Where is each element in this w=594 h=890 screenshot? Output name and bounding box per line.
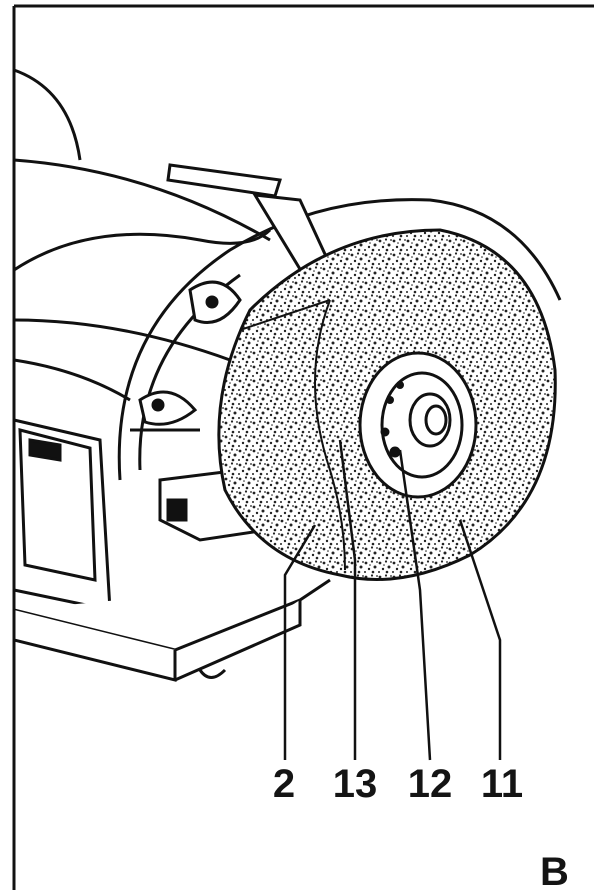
grinder-base <box>12 418 331 682</box>
leader-lines <box>283 439 502 761</box>
wheel-flange <box>358 351 478 499</box>
leader-13 <box>338 439 357 760</box>
callout-12: 12 <box>408 762 453 806</box>
leader-12 <box>398 449 432 761</box>
leader-2 <box>283 524 317 760</box>
motor-housing <box>13 68 272 402</box>
figure-letter: B <box>540 850 569 890</box>
callout-11: 11 <box>481 762 523 806</box>
callout-13: 13 <box>333 762 378 806</box>
callout-2: 2 <box>273 762 295 806</box>
leader-11 <box>458 519 502 760</box>
